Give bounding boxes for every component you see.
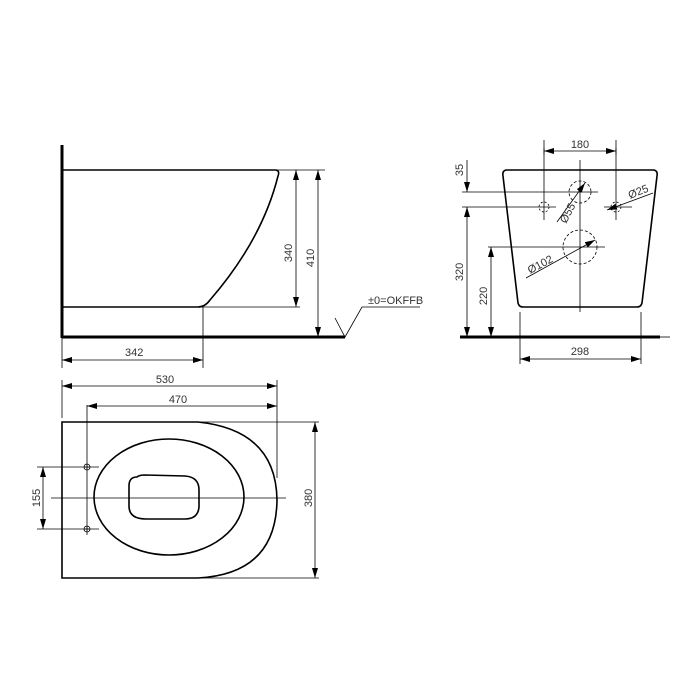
side-view <box>60 145 420 368</box>
top-view <box>37 380 319 579</box>
dim-label-470: 470 <box>169 394 187 406</box>
outlet-hole <box>562 229 598 265</box>
dim-label-180: 180 <box>571 139 589 151</box>
dim-label-380: 380 <box>303 489 315 507</box>
dim-label-155: 155 <box>31 489 43 507</box>
top-outline <box>61 421 278 579</box>
dim-label-410: 410 <box>305 249 317 267</box>
dim-label-320: 320 <box>454 263 466 281</box>
dim-label-340: 340 <box>283 244 295 262</box>
rear-view <box>460 140 670 364</box>
fixing-hole-right <box>610 201 622 213</box>
dia-label-25: Ø25 <box>627 183 651 202</box>
bowl-outline <box>62 169 280 308</box>
bowl-rim <box>93 438 245 556</box>
fixing-hole-left <box>538 201 550 213</box>
bowl-opening <box>128 474 200 520</box>
floor-reference-label: ±0=OKFFB <box>368 295 423 307</box>
dim-label-530: 530 <box>156 374 174 386</box>
dia-label-102: Ø102 <box>526 253 555 276</box>
dim-label-35: 35 <box>454 164 466 176</box>
dim-label-342: 342 <box>125 347 143 359</box>
rear-body-outline <box>502 169 658 308</box>
dim-label-298: 298 <box>571 346 589 358</box>
dim-label-220: 220 <box>478 287 490 305</box>
inlet-hole <box>568 180 592 204</box>
floor-reference-symbol <box>334 306 420 338</box>
dia-label-55: Ø55 <box>558 201 578 225</box>
